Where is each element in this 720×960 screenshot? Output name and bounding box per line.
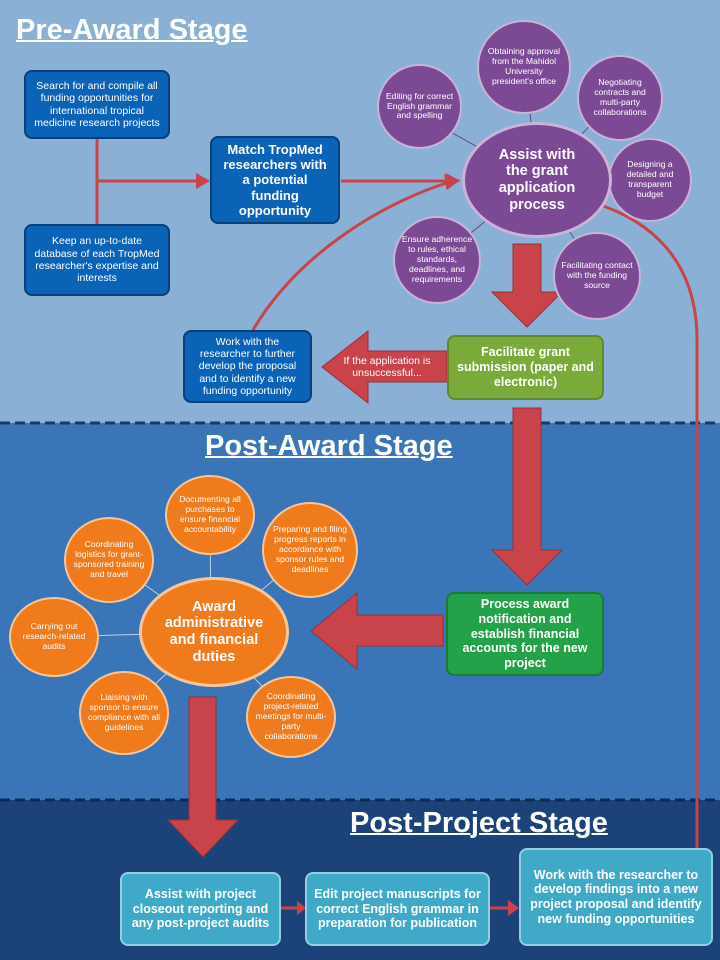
arrowhead-rework-hub xyxy=(444,174,460,190)
documenting-circle: Documenting all purchases to ensure fina… xyxy=(165,475,255,555)
budget-circle: Designing a detailed and transparent bud… xyxy=(608,138,692,222)
liaising-circle: Liaising with sponsor to ensure complian… xyxy=(79,671,169,755)
arrowhead-manuscripts-findings xyxy=(508,900,519,916)
unsuccessful-label: If the application is unsuccessful... xyxy=(343,354,431,379)
rework-proposal-box: Work with the researcher to further deve… xyxy=(183,330,312,403)
progress-reports-circle: Preparing and filing progress reports in… xyxy=(262,502,358,598)
connector-findings-to-hub xyxy=(593,201,699,848)
grant-submission-box: Facilitate grant submission (paper and e… xyxy=(447,335,604,400)
arrowhead-match xyxy=(196,173,210,189)
connector-rework-to-hub xyxy=(251,180,451,331)
database-box: Keep an up-to-date database of each Trop… xyxy=(24,224,170,296)
post-award-title: Post-Award Stage xyxy=(205,430,453,462)
editing-circle: Editing for correct English grammar and … xyxy=(377,64,462,149)
arrowhead-closeout-manuscripts xyxy=(297,901,306,915)
audits-circle: Carrying out research-related audits xyxy=(9,597,99,677)
edit-manuscripts-box: Edit project manuscripts for correct Eng… xyxy=(305,872,490,946)
match-researchers-box: Match TropMed researchers with a potenti… xyxy=(210,136,340,224)
process-award-box: Process award notification and establish… xyxy=(446,592,604,676)
closeout-reporting-box: Assist with project closeout reporting a… xyxy=(120,872,281,946)
logistics-circle: Coordinating logistics for grant-sponsor… xyxy=(64,517,154,603)
block-arrow-hub-to-submission xyxy=(490,243,564,328)
negotiating-circle: Negotiating contracts and multi-party co… xyxy=(577,55,663,141)
pre-award-title: Pre-Award Stage xyxy=(16,14,248,46)
search-funding-box: Search for and compile all funding oppor… xyxy=(24,70,170,139)
block-arrow-submission-to-rework xyxy=(321,329,448,405)
block-arrow-award-to-closeout xyxy=(166,696,240,858)
contact-circle: Facilitating contact with the funding so… xyxy=(553,232,641,320)
block-arrow-process-to-award xyxy=(310,591,444,671)
award-duties-hub: Award administrative and financial dutie… xyxy=(139,577,289,687)
develop-findings-box: Work with the researcher to develop find… xyxy=(519,848,713,946)
block-arrow-submission-to-process xyxy=(490,407,564,586)
post-project-title: Post-Project Stage xyxy=(350,807,608,839)
grant-application-hub: Assist with the grant application proces… xyxy=(462,122,612,238)
adherence-circle: Ensure adherence to rules, ethical stand… xyxy=(393,216,481,304)
meetings-circle: Coordinating project-related meetings fo… xyxy=(246,676,336,758)
approval-circle: Obtaining approval from the Mahidol Univ… xyxy=(477,20,571,114)
